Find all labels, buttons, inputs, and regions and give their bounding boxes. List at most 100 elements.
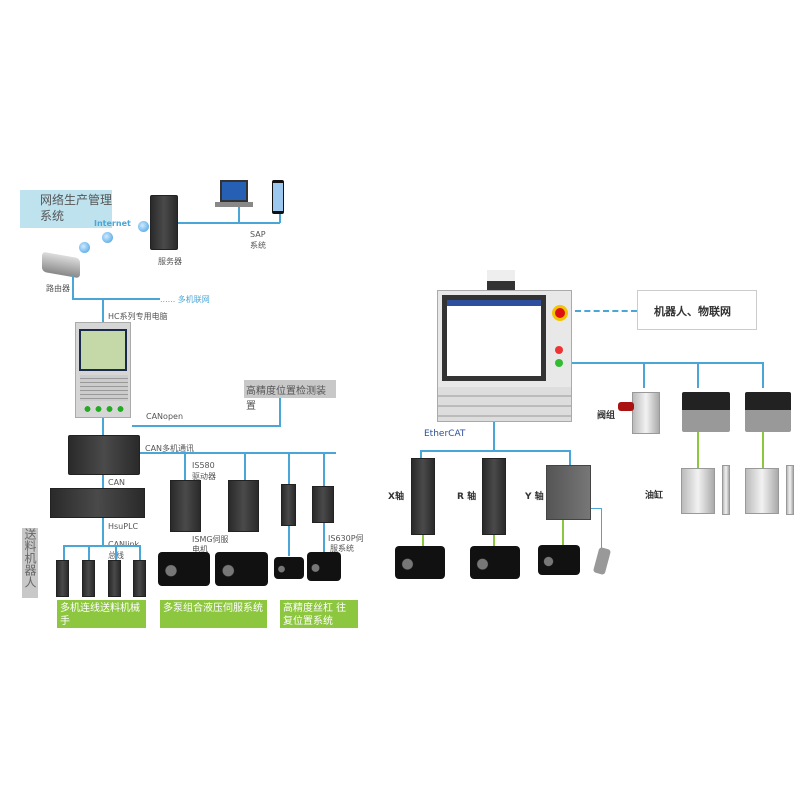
feeding-robot-box: 送料机器人 [22,528,38,598]
connector [63,545,141,547]
connector [72,275,74,299]
feeder-drive [56,560,69,597]
ismg-motor [158,552,210,586]
plc-unit [50,488,145,518]
green-button[interactable] [555,359,563,367]
connector [139,545,141,560]
cylinder-rod [786,465,794,515]
emergency-stop-button[interactable] [552,305,568,321]
connector [288,526,290,556]
connector [244,452,246,482]
valve-manifold [745,392,791,432]
connector [102,298,104,322]
internet-bubble [102,232,113,243]
panel-base [438,387,571,421]
hc-computer [75,322,131,418]
connector [184,452,186,482]
phone-icon [272,180,284,214]
valve-manifold [682,392,730,432]
hc-screen [79,329,127,371]
cylinder-rod [722,465,730,515]
hc-computer-label: HC系列专用电脑 [108,312,168,321]
sap-sub-label: 系统 [250,241,266,250]
connector [140,452,336,454]
connector [643,362,645,388]
hmi-screen [442,295,546,381]
hc-buttons [82,405,126,413]
server-label: 服务器 [158,257,182,266]
connector [178,222,280,224]
group-screw: 高精度丝杠 往复位置系统 [280,600,358,628]
connector [102,418,104,436]
cylinder [745,468,779,514]
connector [601,508,602,548]
connector [420,450,422,460]
group-screw-label: 高精度丝杠 往复位置系统 [283,603,347,627]
y-axis-drive [546,465,591,520]
canlink-label: CANlink [108,540,139,549]
connector [762,432,764,468]
signal-tower [487,270,515,292]
x-axis-motor [395,546,445,579]
r-axis-label: R 轴 [457,492,477,502]
connector [63,545,65,560]
is630p-motor [274,557,304,579]
y-axis-motor [538,545,580,575]
connector [88,545,90,560]
plc-label: HsuPLC [108,522,139,531]
valve-label: 阀组 [597,411,616,421]
is630p-sub-label: 服系统 [330,544,354,553]
ismg-motor [215,552,268,586]
controller-unit [68,435,140,475]
laptop-icon [220,180,248,202]
connector [762,362,764,388]
can-multi-label: CAN多机通讯 [145,444,195,453]
r-axis-drive [482,458,506,535]
ethercat-label: EtherCAT [424,429,466,439]
is580-label: IS580 [192,461,215,470]
is580-sub-label: 驱动器 [192,472,216,481]
connector [115,545,117,560]
connector [572,362,764,364]
internet-label: Internet [94,219,131,228]
server-icon [150,195,178,250]
cylinder-label: 油缸 [645,491,664,501]
connector [238,207,240,222]
connector [323,523,325,553]
is630p-motor [307,552,341,581]
valve-block [632,392,660,434]
connector [132,425,281,427]
internet-bubble [138,221,149,232]
laptop-base [215,202,253,207]
connector [279,398,281,426]
cylinder [681,468,715,514]
feeder-drive [108,560,121,597]
r-axis-motor [470,546,520,579]
dashed-link [575,310,637,312]
red-button[interactable] [555,346,563,354]
internet-bubble [79,242,90,253]
is580-drive [170,480,201,532]
group-feeding: 多机连线送料机械手 [57,600,146,628]
connector [697,432,699,468]
is630p-label: IS630P伺 [328,534,364,543]
y-axis-label: Y 轴 [525,492,544,502]
feeder-drive [82,560,95,597]
iot-box: 机器人、物联网 [637,290,757,330]
x-axis-label: X轴 [388,492,404,502]
feeding-robot-label: 送料机器人 [23,528,37,588]
connector [420,450,571,452]
mgmt-system-box: 网络生产管理系统 [20,190,112,228]
group-hydraulic: 多泵组合液压伺服系统 [160,600,267,628]
iot-label: 机器人、物联网 [654,305,731,318]
connector [493,422,495,451]
group-hydraulic-label: 多泵组合液压伺服系统 [163,603,263,614]
connector [493,535,495,547]
position-detect-label: 高精度位置检测装置 [246,386,326,412]
connector [72,298,160,300]
connector [697,362,699,388]
is630p-drive [312,486,334,523]
router-icon [42,251,80,279]
connector [288,452,290,484]
connector [279,214,281,223]
